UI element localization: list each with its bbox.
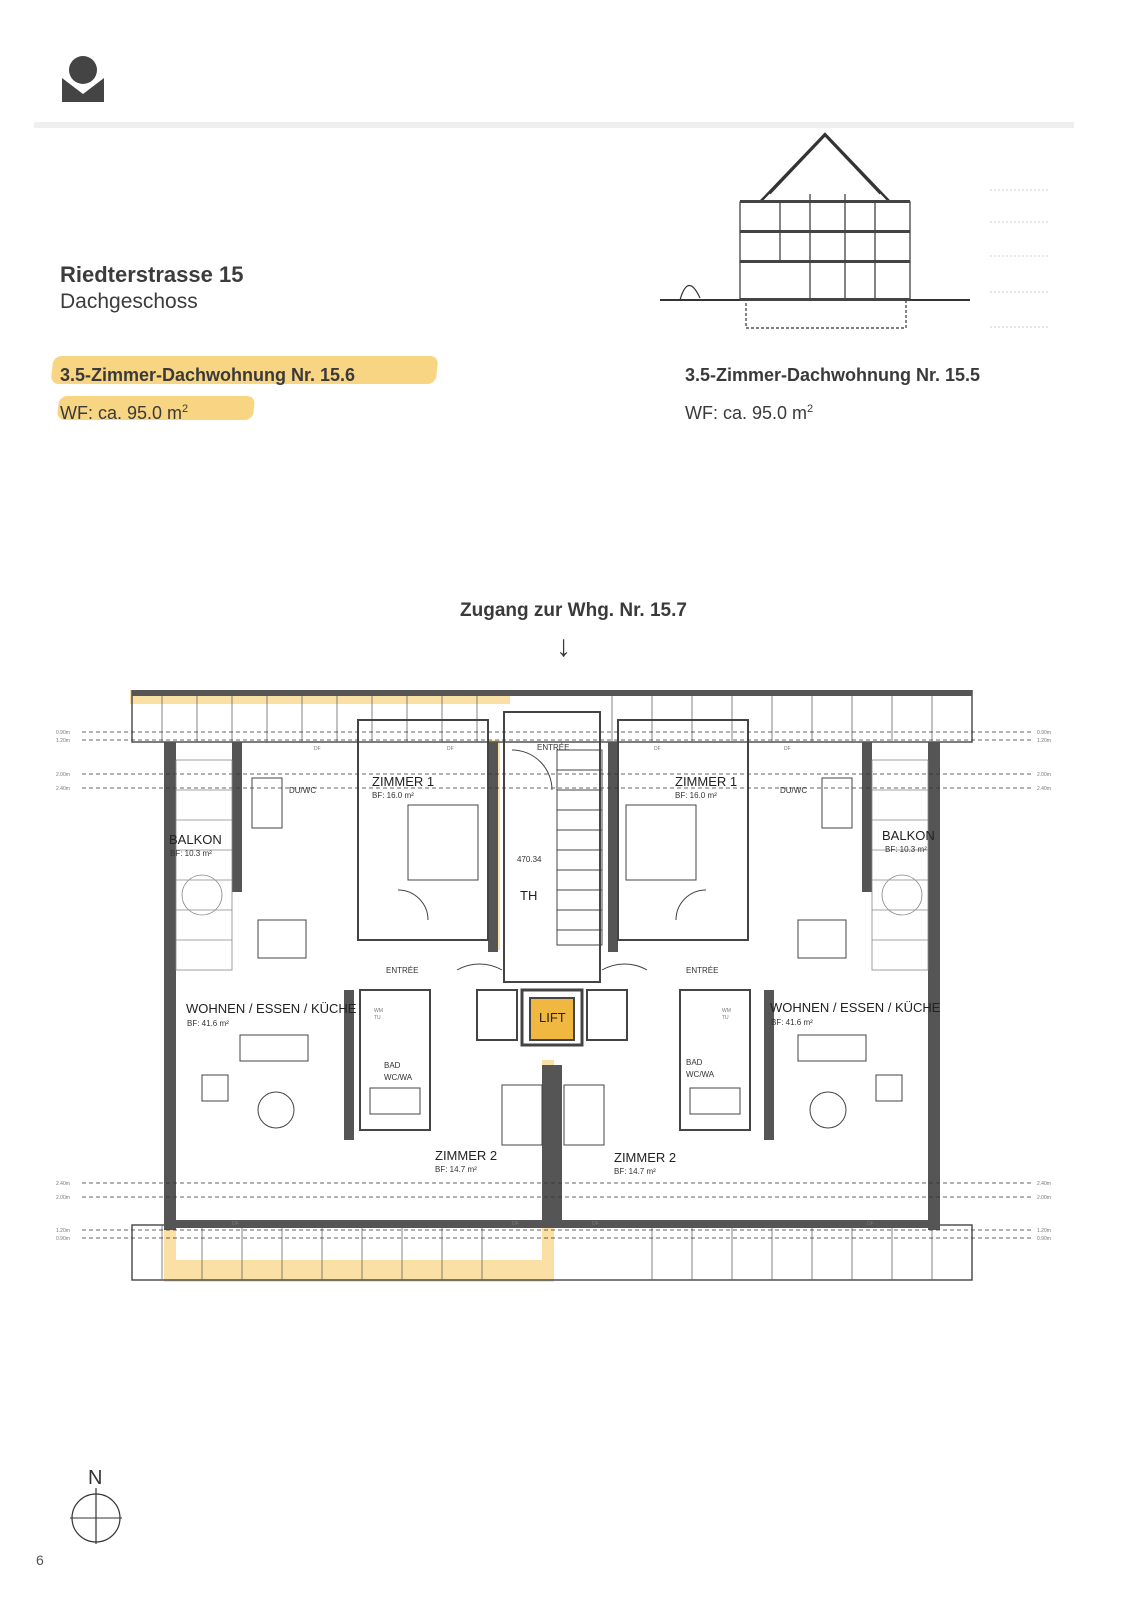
room-label-zimmer2-left: ZIMMER 2 <box>435 1148 497 1163</box>
room-label-bad-left: BAD <box>384 1061 401 1070</box>
height-mark-right-090b: 0.90m <box>1037 1236 1051 1242</box>
room-label-wcwa-right: WC/WA <box>686 1070 715 1079</box>
level-mark-th: 470.34 <box>517 855 542 864</box>
height-mark-left-200b: 2.00m <box>56 1195 70 1201</box>
height-mark-right-240b: 2.40m <box>1037 1181 1051 1187</box>
skylight-label-6: DF <box>512 1221 519 1227</box>
room-label-entree-right: ENTRÉE <box>686 966 718 975</box>
appliance-label-wm-right: WM <box>722 1008 731 1014</box>
skylight-label-2: DF <box>447 746 454 752</box>
apartment-area-right: WF: ca. 95.0 m2 <box>685 403 814 423</box>
room-area-balkon-right: BF: 10.3 m² <box>885 845 927 854</box>
room-area-balkon-left: BF: 10.3 m² <box>170 849 212 858</box>
height-mark-left-090: 0.90m <box>56 730 70 736</box>
room-label-lift: LIFT <box>539 1010 566 1025</box>
down-arrow-icon: ↓ <box>556 630 571 663</box>
skylight-label-8: DF <box>867 1221 874 1227</box>
compass-label: N <box>88 1467 102 1489</box>
street-title: Riedterstrasse 15 <box>60 262 244 287</box>
height-mark-left-200: 2.00m <box>56 772 70 778</box>
page-number: 6 <box>36 1552 44 1568</box>
room-label-bad-right: BAD <box>686 1058 703 1067</box>
floor-subtitle: Dachgeschoss <box>60 290 198 313</box>
room-label-wohnen-left: WOHNEN / ESSEN / KÜCHE <box>186 1001 357 1016</box>
apartment-title-left: 3.5-Zimmer-Dachwohnung Nr. 15.6 <box>60 365 356 385</box>
room-area-wohnen-right: BF: 41.6 m² <box>771 1018 813 1027</box>
room-area-zimmer2-right: BF: 14.7 m² <box>614 1167 656 1176</box>
room-label-du-wc-right: DU/WC <box>780 786 807 795</box>
north-compass-icon: N <box>70 1467 122 1544</box>
height-mark-left-120b: 1.20m <box>56 1228 70 1234</box>
room-label-zimmer2-right: ZIMMER 2 <box>614 1150 676 1165</box>
skylight-label-5: DF <box>232 1221 239 1227</box>
room-label-du-wc-left: DU/WC <box>289 786 316 795</box>
height-mark-right-200: 2.00m <box>1037 772 1051 778</box>
floor-plan: ZIMMER 1 BF: 16.0 m² ZIMMER 1 BF: 16.0 m… <box>56 690 1051 1282</box>
room-label-entree-left: ENTRÉE <box>386 966 418 975</box>
height-mark-right-120b: 1.20m <box>1037 1228 1051 1234</box>
appliance-label-wm-left: WM <box>374 1008 383 1014</box>
apartment-area-left: WF: ca. 95.0 m2 <box>60 403 189 423</box>
skylight-label-4: DF <box>784 746 791 752</box>
skylight-label-3: DF <box>654 746 661 752</box>
access-label: Zugang zur Whg. Nr. 15.7 <box>460 600 687 621</box>
plan-doors <box>397 749 707 971</box>
apartment-title-right: 3.5-Zimmer-Dachwohnung Nr. 15.5 <box>685 365 981 385</box>
room-label-entree-stair: ENTRÉE <box>537 743 569 752</box>
height-mark-left-090b: 0.90m <box>56 1236 70 1242</box>
height-mark-left-240: 2.40m <box>56 786 70 792</box>
appliance-label-tu-left: TU <box>374 1015 381 1021</box>
room-label-zimmer1-right: ZIMMER 1 <box>675 774 737 789</box>
skylight-label-7: DF <box>592 1221 599 1227</box>
height-mark-left-240b: 2.40m <box>56 1181 70 1187</box>
header-divider <box>34 122 1074 128</box>
height-mark-right-240: 2.40m <box>1037 786 1051 792</box>
appliance-label-tu-right: TU <box>722 1015 729 1021</box>
skylight-label-1: DF <box>314 746 321 752</box>
room-label-balkon-right: BALKON <box>882 828 935 843</box>
height-mark-right-200b: 2.00m <box>1037 1195 1051 1201</box>
height-mark-left-120: 1.20m <box>56 738 70 744</box>
building-section-drawing <box>660 132 1050 329</box>
room-area-zimmer1-right: BF: 16.0 m² <box>675 791 717 800</box>
room-label-balkon-left: BALKON <box>169 832 222 847</box>
room-label-zimmer1-left: ZIMMER 1 <box>372 774 434 789</box>
room-area-zimmer2-left: BF: 14.7 m² <box>435 1165 477 1174</box>
height-mark-right-120: 1.20m <box>1037 738 1051 744</box>
company-logo <box>62 56 104 102</box>
room-area-wohnen-left: BF: 41.6 m² <box>187 1019 229 1028</box>
height-mark-right-090: 0.90m <box>1037 730 1051 736</box>
room-label-wcwa-left: WC/WA <box>384 1073 413 1082</box>
room-label-wohnen-right: WOHNEN / ESSEN / KÜCHE <box>770 1000 941 1015</box>
room-area-zimmer1-left: BF: 16.0 m² <box>372 791 414 800</box>
room-label-th: TH <box>520 888 537 903</box>
